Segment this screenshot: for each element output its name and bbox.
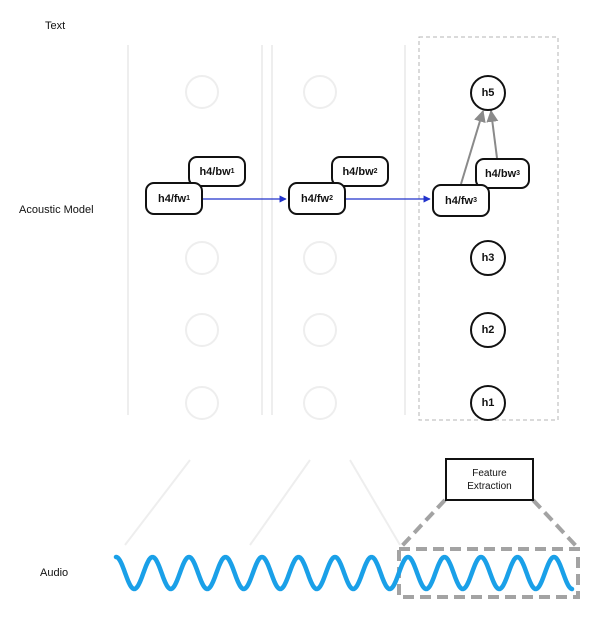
feature-extraction-box: Feature Extraction xyxy=(445,458,534,501)
ghost-nodes xyxy=(185,75,337,420)
audio-waveform xyxy=(113,554,575,592)
zoom-connectors xyxy=(398,498,580,550)
h2-node: h2 xyxy=(470,312,506,348)
feature-extraction-line2: Extraction xyxy=(467,480,512,492)
h1-node: h1 xyxy=(470,385,506,421)
acoustic-model-label: Acoustic Model xyxy=(19,204,94,216)
fw-to-h5-arrow xyxy=(460,109,486,185)
h3-node: h3 xyxy=(470,240,506,276)
bw-to-h5-arrow xyxy=(486,109,499,159)
text-row-label: Text xyxy=(45,20,66,32)
audio-row-label: Audio xyxy=(40,567,69,579)
h5-node: h5 xyxy=(470,75,506,111)
ghost-column-lines xyxy=(124,45,406,546)
feature-extraction-line1: Feature xyxy=(472,467,507,479)
